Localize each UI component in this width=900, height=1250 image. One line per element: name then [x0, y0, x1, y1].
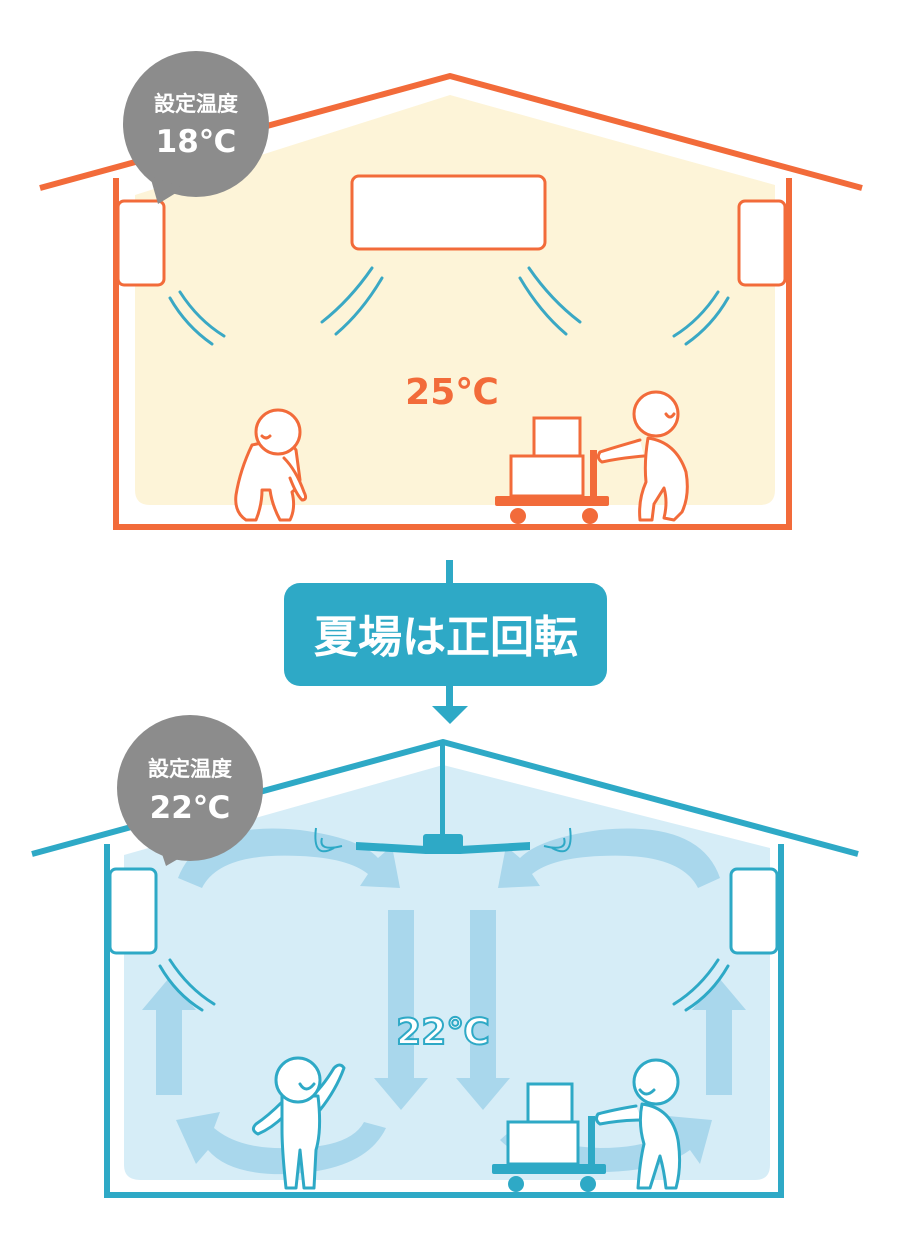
- ceiling-fan-icon: [314, 745, 572, 854]
- transition-banner: 夏場は正回転: [284, 560, 607, 724]
- air-conditioner-icon: [350, 174, 547, 251]
- banner-box: [284, 583, 607, 686]
- bottom-house: 22℃ 設定温度 22℃: [31, 715, 859, 1198]
- down-arrow-icon: [432, 706, 468, 724]
- person-icon: [234, 408, 308, 522]
- top-setting-bubble: 設定温度 18℃: [123, 51, 269, 204]
- hand-truck-icon: [495, 416, 609, 524]
- hand-truck-icon: [492, 1082, 606, 1192]
- person-icon: [251, 1056, 346, 1190]
- banner-text: 夏場は正回転: [314, 612, 578, 663]
- top-setting-value: 18℃: [156, 124, 237, 160]
- person-pushing-icon: [594, 1058, 682, 1190]
- top-house-interior: [135, 95, 775, 505]
- top-walls: [113, 178, 792, 530]
- top-room-temperature: 25℃: [405, 372, 499, 413]
- person-pushing-icon: [596, 390, 689, 522]
- top-left-wall-unit: [116, 199, 166, 287]
- bottom-left-wall-unit: [108, 867, 158, 955]
- bottom-walls: [104, 844, 784, 1198]
- top-setting-label: 設定温度: [154, 92, 238, 116]
- bottom-setting-label: 設定温度: [148, 757, 232, 781]
- cool-air-streams: [168, 266, 730, 346]
- bottom-setting-value: 22℃: [150, 790, 231, 826]
- top-right-wall-unit: [737, 199, 787, 287]
- bottom-setting-bubble: 設定温度 22℃: [117, 715, 263, 866]
- cool-air-streams-bottom: [158, 958, 730, 1012]
- bottom-right-wall-unit: [729, 867, 779, 955]
- bottom-room-temperature: 22℃: [396, 1012, 490, 1053]
- top-house: 25℃ 設定温度 18℃: [39, 51, 863, 530]
